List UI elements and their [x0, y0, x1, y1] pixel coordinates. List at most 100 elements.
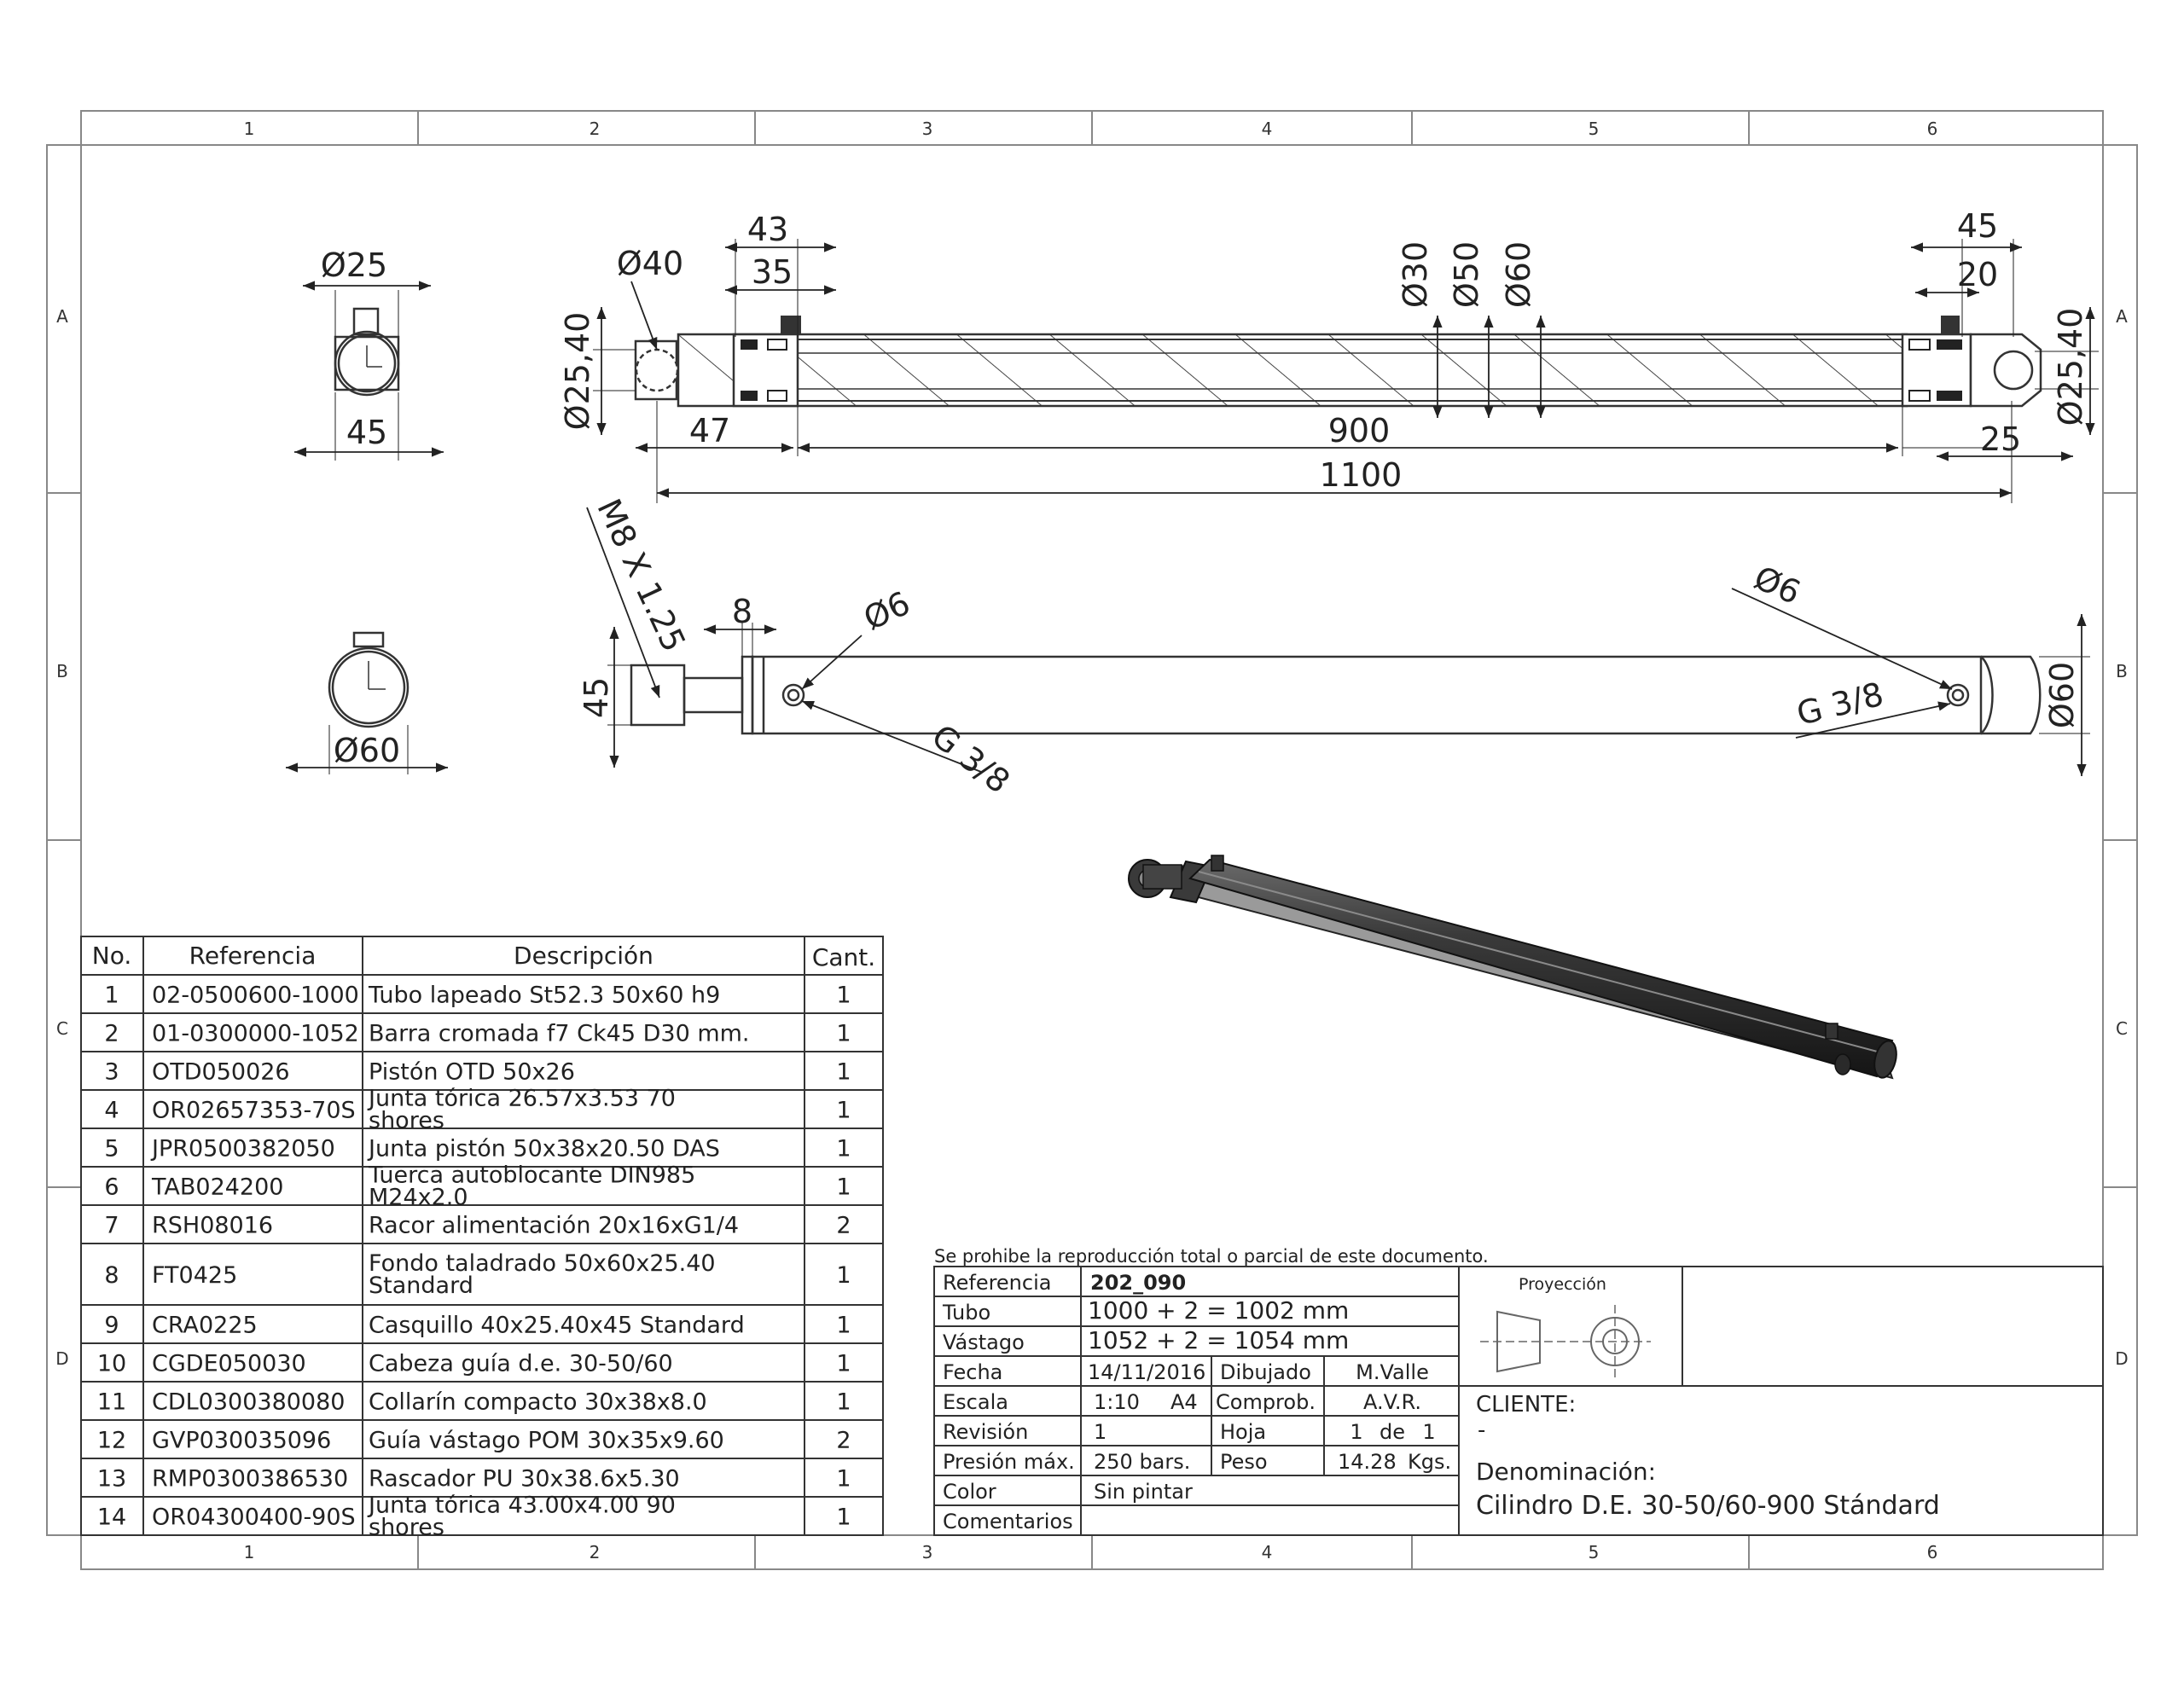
zone-col-4-top: 4	[1262, 119, 1273, 139]
bom-header-no: No.	[92, 942, 131, 970]
tb-referencia: 202_090	[1090, 1271, 1186, 1295]
bom-cell-referencia: JPR0500382050	[150, 1136, 335, 1162]
isometric-view-cylinder	[1128, 855, 1897, 1080]
bom-cell-descripcion: Pistón OTD 50x26	[369, 1059, 575, 1086]
bom-rows: 1 02-0500600-1000 Tubo lapeado St52.3 50x6…	[97, 983, 851, 1541]
bom-cell-referencia: RSH08016	[152, 1213, 273, 1239]
bom-cell-referencia: FT0425	[152, 1262, 237, 1289]
dim-tube-dia-side: Ø60	[2043, 662, 2081, 728]
bom-cell-no: 3	[104, 1059, 119, 1086]
bom-cell-cant: 1	[836, 1313, 851, 1339]
bom-cell-no: 4	[104, 1098, 119, 1124]
tb-comprob-label: Comprob.	[1216, 1390, 1316, 1414]
dims-section-view	[593, 239, 2099, 503]
dim-dia-60: Ø60	[1500, 241, 1537, 308]
dims-end-view-b	[286, 725, 448, 774]
bom-cell-referencia: RMP0300386530	[152, 1466, 348, 1493]
bom-cell-cant: 1	[836, 1389, 851, 1416]
bom-cell-referencia: CRA0225	[152, 1313, 258, 1339]
bom-cell-descripcion: Casquillo 40x25.40x45 Standard	[369, 1313, 745, 1339]
title-block: Referencia 202_090 Tubo 1000 + 2 = 1002 …	[942, 1271, 1940, 1533]
zone-col-6-top: 6	[1927, 119, 1938, 139]
tb-tubo-label: Tubo	[942, 1301, 990, 1325]
zone-col-3-bottom: 3	[922, 1542, 933, 1562]
zone-row-d-right: D	[2115, 1348, 2128, 1369]
bom-cell-descripcion: Tubo lapeado St52.3 50x60 h9	[368, 983, 720, 1009]
tb-peso-unit: Kgs.	[1408, 1450, 1451, 1474]
bom-table-grid	[80, 936, 884, 1536]
projection-symbol	[1480, 1305, 1651, 1378]
tb-cliente-label: CLIENTE:	[1476, 1392, 1576, 1417]
bom-cell-cant: 2	[836, 1428, 851, 1454]
dim-pin-dia: Ø40	[617, 245, 683, 282]
tb-referencia-label: Referencia	[943, 1271, 1051, 1295]
bom-cell-no: 2	[104, 1021, 119, 1047]
dim-8: 8	[732, 593, 752, 630]
bom-header-referencia: Referencia	[189, 942, 317, 970]
tb-comprob: A.V.R.	[1363, 1390, 1421, 1414]
tb-hoja-total: 1	[1422, 1420, 1435, 1444]
bom-cell-cant: 1	[836, 1098, 851, 1124]
dim-35: 35	[752, 253, 793, 291]
tb-peso: 14.28	[1338, 1450, 1397, 1474]
zone-row-c-left: C	[56, 1018, 68, 1039]
tb-denominacion: Cilindro D.E. 30-50/60-900 Stándard	[1476, 1491, 1940, 1521]
dims-end-view-a	[294, 281, 444, 461]
dim-43: 43	[747, 211, 788, 248]
title-block-grid	[933, 1266, 2104, 1536]
bom-cell-no: 9	[104, 1313, 119, 1339]
bom-cell-referencia: 01-0300000-1052	[152, 1021, 359, 1047]
bom-cell-no: 5	[104, 1136, 119, 1162]
dim-eye-width: 45	[346, 414, 387, 451]
tb-peso-label: Peso	[1220, 1450, 1268, 1474]
tb-presion-label: Presión máx.	[943, 1450, 1075, 1474]
tb-fecha-label: Fecha	[943, 1360, 1002, 1384]
zone-row-b-right: B	[2116, 661, 2128, 681]
dim-thread: M8 X 1.25	[590, 493, 693, 657]
dim-dia-50: Ø50	[1448, 241, 1485, 308]
tb-denominacion-label: Denominación:	[1476, 1458, 1656, 1486]
bom-cell-referencia: OR02657353-70S	[152, 1098, 356, 1124]
dim-rod-dia: Ø25	[321, 246, 387, 284]
bom-cell-no: 8	[104, 1262, 119, 1289]
bom-cell-referencia: 02-0500600-1000	[152, 983, 359, 1009]
dim-45-right: 45	[1957, 207, 1998, 245]
tb-dibujado-label: Dibujado	[1220, 1360, 1311, 1384]
section-view-cylinder	[634, 316, 2042, 408]
bom-cell-no: 11	[97, 1389, 126, 1416]
bom-table: No. Referencia Descripción Cant.	[92, 942, 875, 971]
end-view-tube	[328, 631, 410, 728]
tb-fecha: 14/11/2016	[1088, 1360, 1205, 1384]
zone-row-a-left: A	[56, 306, 68, 327]
tb-color-label: Color	[943, 1480, 996, 1504]
tb-vastago: 1052 + 2 = 1054 mm	[1088, 1326, 1349, 1354]
zone-col-3-top: 3	[922, 119, 933, 139]
bom-cell-referencia: OR04300400-90S	[152, 1504, 356, 1531]
dim-port-left: G 3/8	[925, 717, 1017, 801]
bom-cell-cant: 1	[836, 1136, 851, 1162]
zone-row-c-right: C	[2116, 1018, 2128, 1039]
bom-cell-descripcion: Racor alimentación 20x16xG1/4	[369, 1213, 739, 1239]
zone-col-1-bottom: 1	[244, 1542, 255, 1562]
tb-hoja-num: 1	[1350, 1420, 1362, 1444]
bom-cell-referencia: CDL0300380080	[152, 1389, 345, 1416]
bom-header-descripcion: Descripción	[514, 942, 653, 970]
tb-notice: Se prohibe la reproducción total o parci…	[934, 1246, 1489, 1267]
zone-col-4-bottom: 4	[1262, 1542, 1273, 1562]
zone-col-2-bottom: 2	[590, 1542, 601, 1562]
side-view-cylinder	[630, 655, 2042, 735]
dim-25: 25	[1980, 420, 2021, 458]
tb-revision: 1	[1094, 1420, 1107, 1444]
bom-cell-referencia: TAB024200	[151, 1174, 283, 1201]
dims-side-view	[586, 507, 2090, 776]
bom-cell-descripcion: Rascador PU 30x38.6x5.30	[369, 1466, 680, 1493]
zone-col-6-bottom: 6	[1927, 1542, 1938, 1562]
dim-45-side: 45	[578, 677, 615, 718]
bom-cell-cant: 1	[836, 1021, 851, 1047]
zone-col-5-bottom: 5	[1589, 1542, 1600, 1562]
dim-47: 47	[689, 412, 730, 449]
